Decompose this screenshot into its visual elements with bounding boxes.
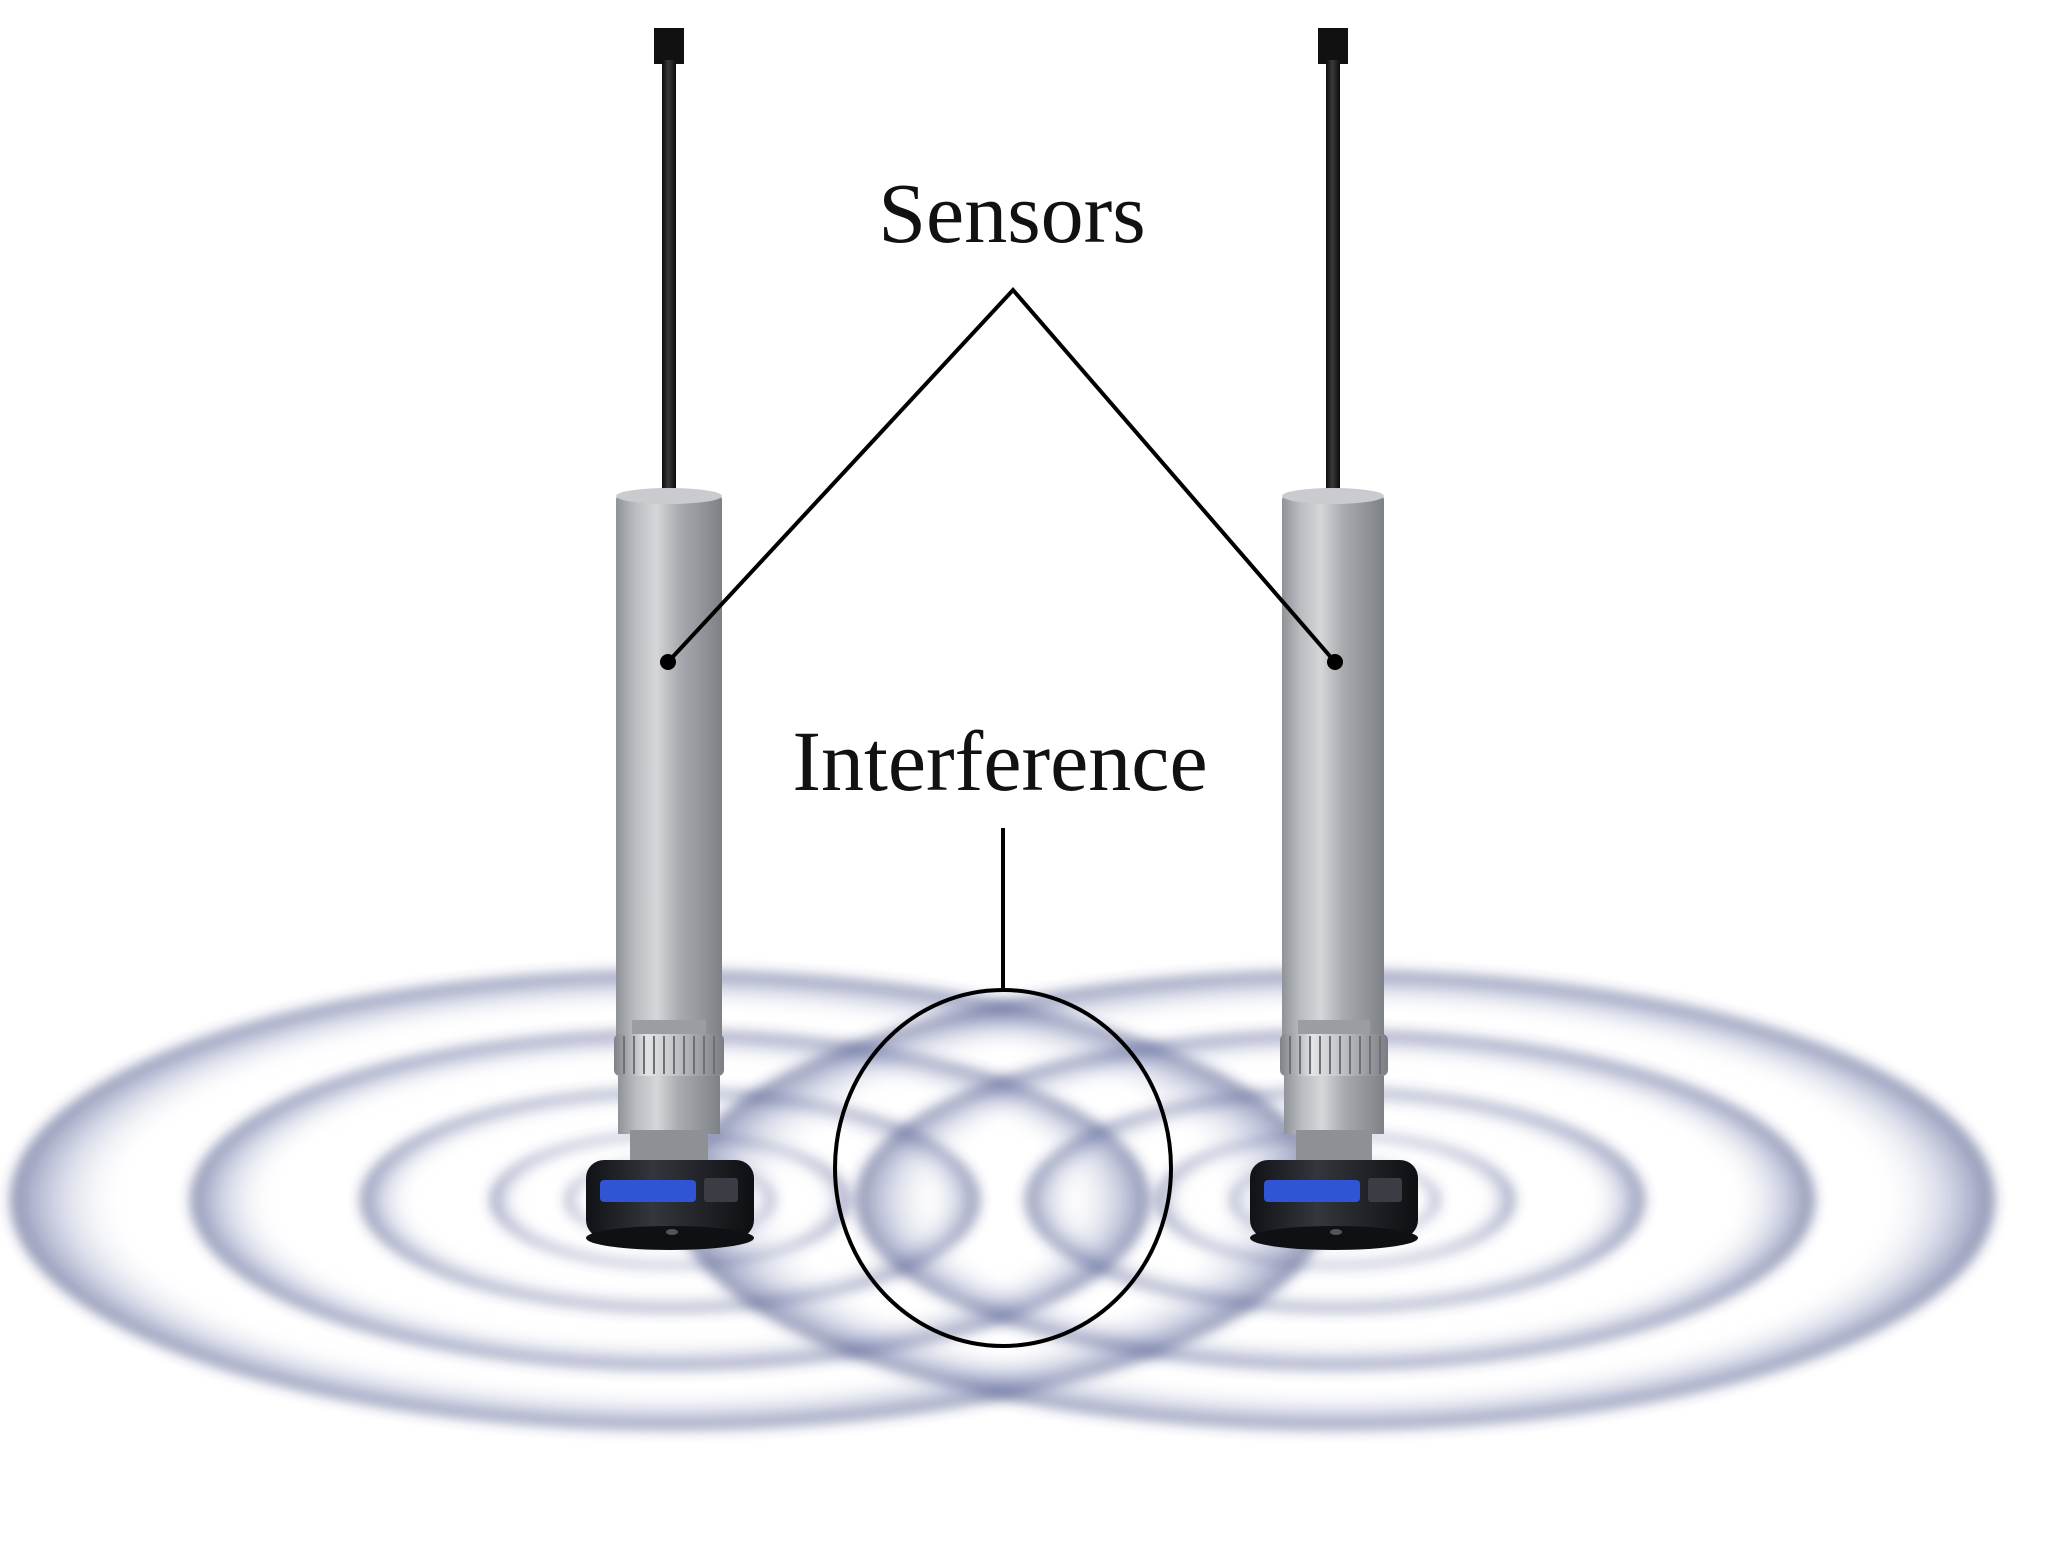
left-sensor-connector-nut: [614, 1034, 724, 1076]
left-sensor-accent-clip: [704, 1178, 738, 1202]
sensors-leader-lines: [668, 290, 1335, 662]
left-sensor-body-top: [616, 488, 722, 504]
left-sensor-body: [616, 494, 722, 1042]
right-sensor-body-top: [1282, 488, 1384, 504]
right-sensor-cable: [1318, 28, 1348, 64]
left-sensor-accent: [600, 1180, 696, 1202]
right-sensor-body: [1282, 494, 1384, 1042]
right-sensor-stem: [1284, 1076, 1384, 1134]
left-sensor-cable-wire: [662, 60, 676, 500]
left-sensor-neck: [632, 1020, 706, 1036]
right-sensor-cable-wire: [1326, 60, 1340, 500]
right-sensor-hole: [1330, 1229, 1342, 1235]
right-sensor-callout-dot: [1327, 654, 1343, 670]
left-sensor-cable: [654, 28, 684, 64]
sensors-callout: Sensors: [660, 165, 1343, 670]
left-sensor-hole: [666, 1229, 678, 1235]
left-sensor-callout-dot: [660, 654, 676, 670]
right-sensor-connector-nut: [1280, 1034, 1388, 1076]
interference-label: Interference: [792, 713, 1207, 809]
sensors-label: Sensors: [878, 165, 1146, 261]
right-sensor-accent-clip: [1368, 1178, 1402, 1202]
right-sensor-neck: [1298, 1020, 1370, 1036]
left-sensor-stem: [618, 1076, 720, 1134]
right-sensor-accent: [1264, 1180, 1360, 1202]
